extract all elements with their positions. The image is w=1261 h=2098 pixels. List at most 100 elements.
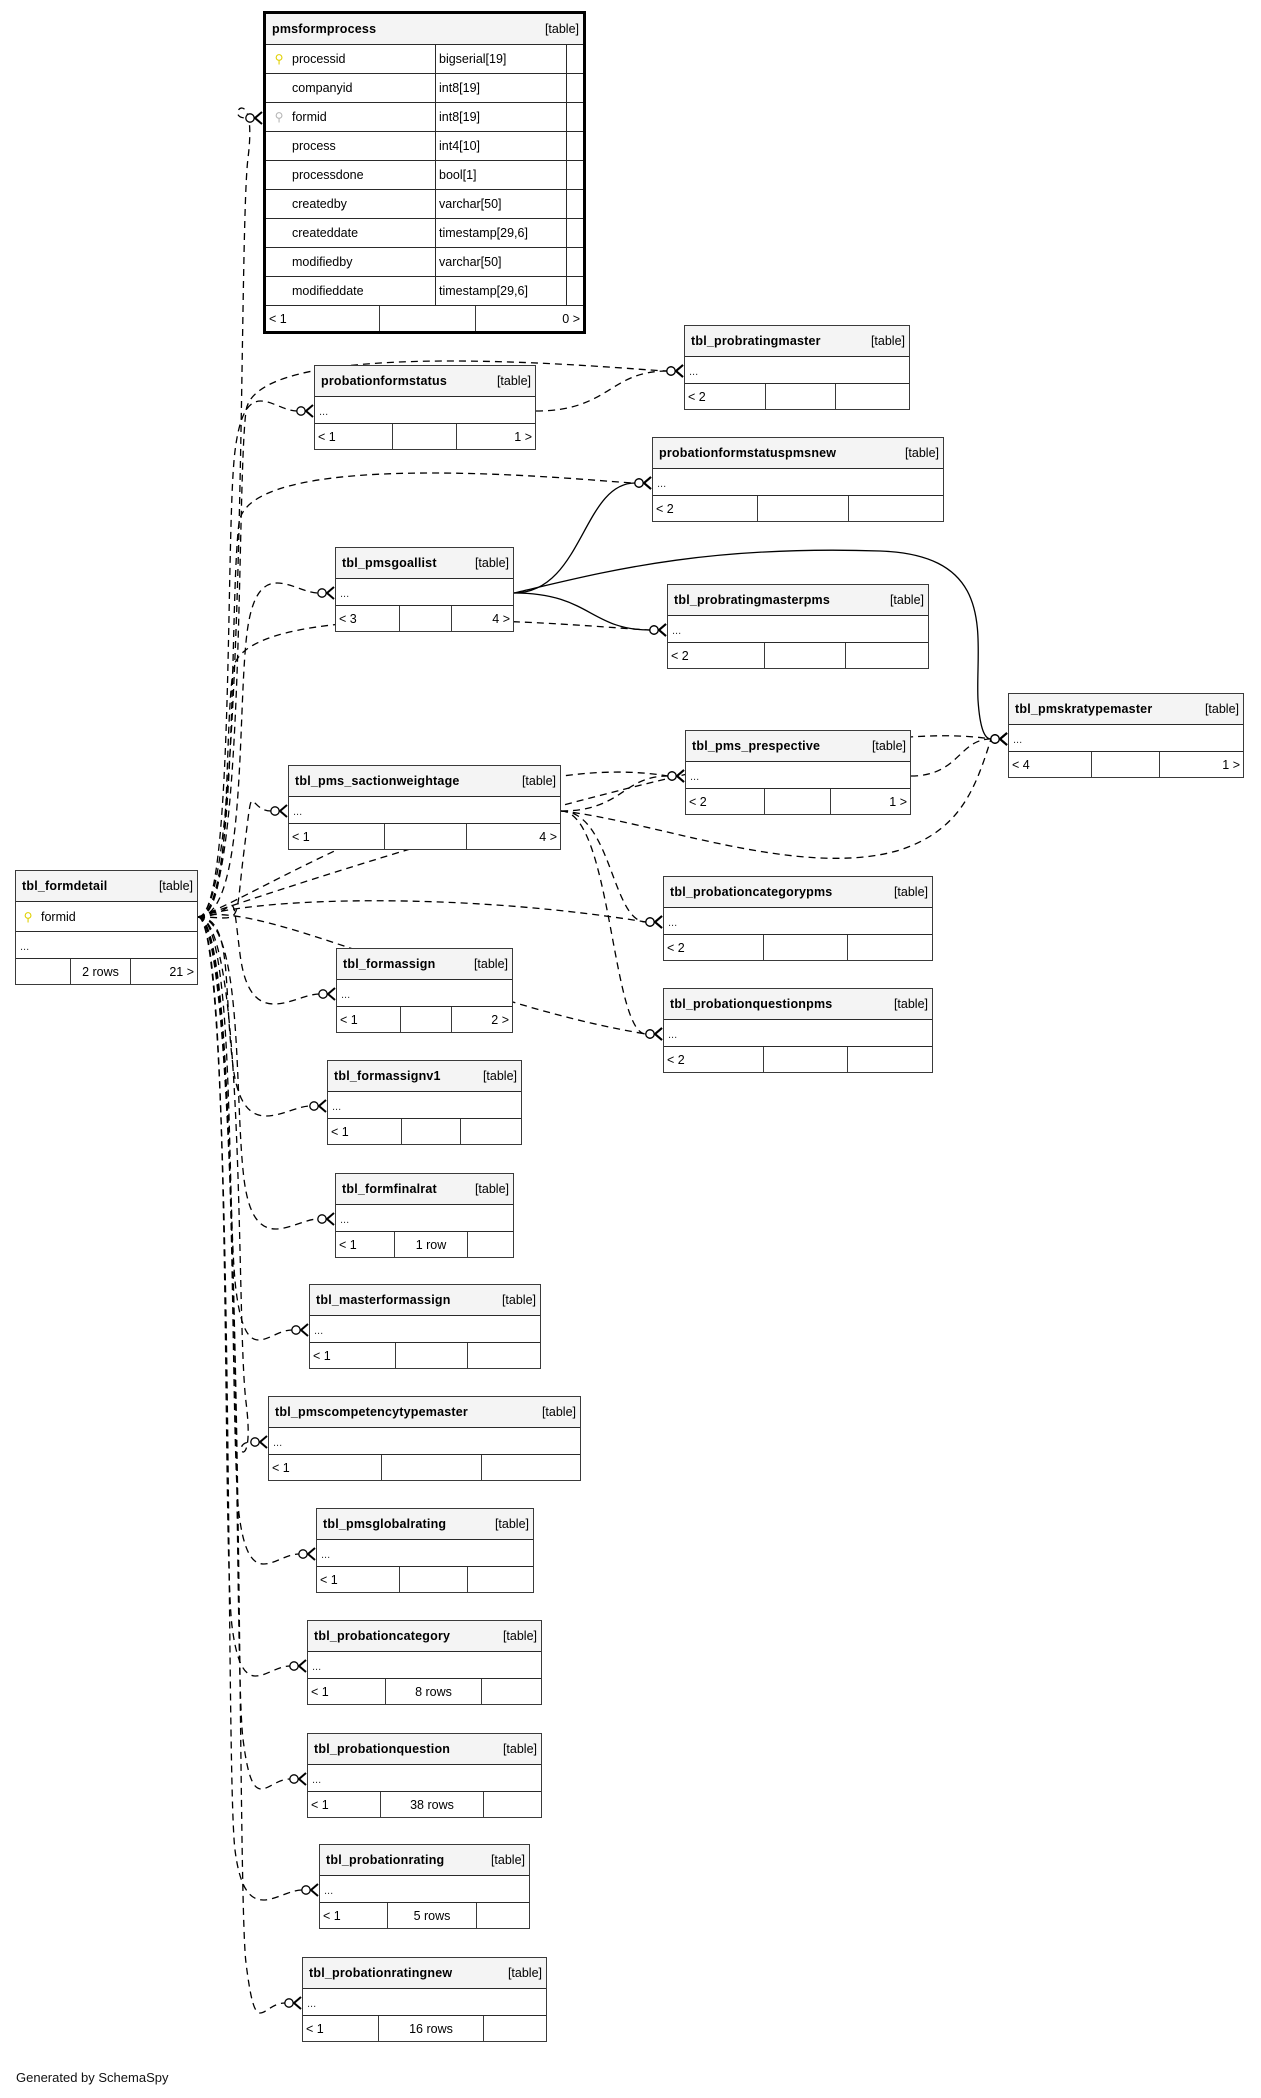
children-count[interactable] — [836, 384, 909, 409]
table-name[interactable]: tbl_pmsglobalrating — [323, 1517, 447, 1531]
more-columns[interactable]: ... — [269, 1428, 580, 1455]
children-count[interactable]: 1 > — [889, 794, 907, 809]
table-name[interactable]: tbl_formassignv1 — [334, 1069, 441, 1083]
more-columns[interactable]: ... — [337, 980, 512, 1007]
table-name[interactable]: tbl_probationratingnew — [309, 1966, 453, 1980]
parents-count[interactable]: < 2 — [686, 789, 765, 814]
table-name[interactable]: probationformstatuspmsnew — [659, 446, 837, 460]
children-count[interactable] — [482, 1455, 580, 1480]
table-name[interactable]: tbl_pmsgoallist — [342, 556, 437, 570]
table-name[interactable]: tbl_probationcategory — [314, 1629, 451, 1643]
table-tbl-probationcategorypms[interactable]: tbl_probationcategorypms[table]...< 2 — [663, 876, 933, 961]
parents-count[interactable]: < 1 — [310, 1343, 396, 1368]
table-tbl-pmscompetencytypemaster[interactable]: tbl_pmscompetencytypemaster[table]...< 1 — [268, 1396, 581, 1481]
table-name[interactable]: probationformstatus — [321, 374, 448, 388]
parents-count[interactable]: < 1 — [303, 2016, 379, 2041]
parents-count[interactable]: < 3 — [336, 606, 400, 631]
children-count[interactable]: 4 > — [492, 611, 510, 626]
more-columns[interactable]: ... — [685, 357, 909, 384]
parents-count[interactable]: < 1 — [317, 1567, 400, 1592]
children-count[interactable]: 1 > — [514, 429, 532, 444]
more-columns[interactable]: ... — [289, 797, 560, 824]
more-columns[interactable]: ... — [653, 469, 943, 496]
parents-count[interactable]: < 1 — [308, 1792, 381, 1817]
children-count[interactable] — [477, 1903, 529, 1928]
more-columns[interactable]: ... — [336, 579, 513, 606]
children-count[interactable] — [846, 643, 928, 668]
table-name[interactable]: tbl_formassign — [343, 957, 436, 971]
children-count[interactable] — [849, 496, 943, 521]
children-count[interactable]: 2 > — [491, 1012, 509, 1027]
more-columns[interactable]: ... — [336, 1205, 513, 1232]
parents-count[interactable]: < 1 — [266, 306, 380, 331]
parents-count[interactable] — [16, 959, 71, 984]
more-columns[interactable]: ... — [16, 932, 197, 959]
more-columns[interactable]: ... — [664, 908, 932, 935]
more-columns[interactable]: ... — [664, 1020, 932, 1047]
more-columns[interactable]: ... — [308, 1652, 541, 1679]
table-tbl-formassignv1[interactable]: tbl_formassignv1[table]...< 1 — [327, 1060, 522, 1145]
parents-count[interactable]: < 1 — [320, 1903, 388, 1928]
children-count[interactable] — [461, 1119, 521, 1144]
parents-count[interactable]: < 2 — [664, 935, 764, 960]
children-count[interactable] — [484, 1792, 541, 1817]
table-tbl-probratingmaster[interactable]: tbl_probratingmaster[table]...< 2 — [684, 325, 910, 410]
parents-count[interactable]: < 1 — [289, 824, 385, 849]
more-columns[interactable]: ... — [328, 1092, 521, 1119]
children-count[interactable]: 21 > — [169, 964, 194, 979]
parents-count[interactable]: < 1 — [269, 1455, 382, 1480]
more-columns[interactable]: ... — [320, 1876, 529, 1903]
parents-count[interactable]: < 2 — [653, 496, 758, 521]
table-name[interactable]: tbl_pmskratypemaster — [1015, 702, 1153, 716]
children-count[interactable] — [848, 1047, 932, 1072]
children-count[interactable] — [848, 935, 932, 960]
table-name[interactable]: tbl_formfinalrat — [342, 1182, 437, 1196]
table-name[interactable]: tbl_probratingmasterpms — [674, 593, 831, 607]
more-columns[interactable]: ... — [308, 1765, 541, 1792]
more-columns[interactable]: ... — [303, 1989, 546, 2016]
children-count[interactable]: 0 > — [562, 311, 580, 326]
table-name[interactable]: tbl_pms_sactionweightage — [295, 774, 460, 788]
parents-count[interactable]: < 1 — [337, 1007, 401, 1032]
parents-count[interactable]: < 1 — [315, 424, 393, 449]
parents-count[interactable]: < 1 — [336, 1232, 395, 1257]
more-columns[interactable]: ... — [315, 397, 535, 424]
table-tbl-probationquestionpms[interactable]: tbl_probationquestionpms[table]...< 2 — [663, 988, 933, 1073]
table-name[interactable]: tbl_masterformassign — [316, 1293, 451, 1307]
table-tbl-probratingmasterpms[interactable]: tbl_probratingmasterpms[table]...< 2 — [667, 584, 929, 669]
more-columns[interactable]: ... — [1009, 725, 1243, 752]
table-name[interactable]: tbl_pms_prespective — [692, 739, 821, 753]
children-count[interactable] — [468, 1343, 540, 1368]
children-count[interactable] — [468, 1567, 533, 1592]
parents-count[interactable]: < 2 — [685, 384, 766, 409]
table-name[interactable]: tbl_probationrating — [326, 1853, 445, 1867]
table-tbl-pmsglobalrating[interactable]: tbl_pmsglobalrating[table]...< 1 — [316, 1508, 534, 1593]
table-name[interactable]: tbl_probratingmaster — [691, 334, 821, 348]
table-name[interactable]: tbl_probationquestion — [314, 1742, 451, 1756]
children-count[interactable]: 4 > — [539, 829, 557, 844]
more-columns[interactable]: ... — [310, 1316, 540, 1343]
parents-count[interactable]: < 4 — [1009, 752, 1092, 777]
table-name[interactable]: pmsformprocess — [272, 22, 377, 36]
more-columns[interactable]: ... — [668, 616, 928, 643]
